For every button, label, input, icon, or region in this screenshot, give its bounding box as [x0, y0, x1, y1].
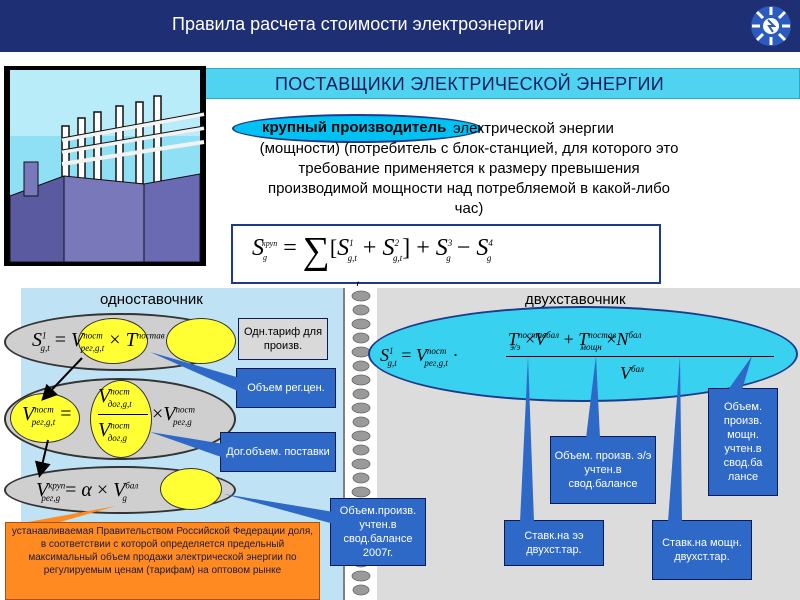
power-rate-callout: Ставк.на мощн. двухст.тар.: [652, 520, 752, 580]
formula-s1-two-rate-lhs: S1g,t = Vпострег,g,t ·: [380, 345, 459, 368]
formula-two-rate-numerator: Tпоставэ/э ×Vбал + Tпоставмощн ×Nбал: [508, 329, 642, 352]
contract-volume-callout: Дог.объем. поставки: [220, 432, 336, 472]
two-rate-title: двухставочник: [525, 291, 626, 308]
power-plant-illustration: [4, 66, 206, 266]
power-in-balance-callout: Объем. произв. мощн. учтен.в свод.ба лан…: [708, 388, 778, 496]
ratio-highlight: [90, 380, 152, 458]
main-formula: Sgкруп = ∑[S1g,t + S2g,t] + S3g − S4g: [252, 230, 493, 272]
fraction-bar: [98, 414, 148, 415]
description-text: (мощности) (потребитель с блок-станцией,…: [259, 140, 679, 217]
energy-in-balance-callout: Объем. произв. э/э учтен.в свод.балансе: [550, 436, 656, 504]
one-tariff-callout: Одн.тариф для произв.: [238, 318, 328, 360]
single-rate-title: одноставочник: [100, 291, 203, 308]
header-bar: [0, 0, 800, 52]
producer-highlight-oval: [232, 114, 482, 143]
formula-vreg-rhs: ×Vпострег,g: [152, 403, 195, 427]
section-title: ПОСТАВЩИКИ ЭЛЕКТРИЧЕСКОЙ ЭНЕРГИИ: [275, 74, 664, 94]
v-bal-highlight: [160, 468, 222, 510]
description-first-line: электрической энергии: [453, 120, 614, 137]
formula-ratio-denominator: Vпостдог,g: [98, 419, 130, 443]
energy-rate-callout: Ставк.на ээ двухст.тар.: [504, 520, 604, 566]
producer-label: крупный производитель: [262, 119, 447, 136]
v-reg-highlight: [78, 318, 148, 364]
main-formula-box: [231, 224, 661, 284]
balance-volume-callout: Объем.произв. учтен.в свод.балансе 2007г…: [330, 498, 426, 566]
two-rate-formula-oval: [368, 306, 798, 402]
formula-vreg-lhs: Vпострег,g,t =: [22, 403, 72, 427]
reg-volume-callout: Объем рег.цен.: [236, 368, 336, 408]
sum-index: t: [356, 277, 360, 291]
producer-description: электрической энергии (мощности) (потреб…: [253, 119, 685, 219]
section-banner: [168, 68, 800, 99]
formula-two-rate-denominator: Vбал: [620, 363, 644, 383]
two-rate-fraction-bar: [506, 356, 774, 357]
formula-s1: S1g,t = Vпострег,g,t × Tпостав: [32, 329, 165, 353]
tariff-highlight: [166, 318, 236, 364]
share-note: устанавливаемая Правительством Российско…: [5, 522, 320, 600]
formula-ratio-numerator: Vпостдог,g,t: [98, 385, 132, 409]
v-reg-left-highlight: [10, 393, 80, 443]
page-title: Правила расчета стоимости электроэнергии: [172, 14, 545, 34]
company-logo: [751, 6, 791, 46]
formula-vkrup: Vкрупрег,g = α × Vбалg: [36, 479, 139, 503]
